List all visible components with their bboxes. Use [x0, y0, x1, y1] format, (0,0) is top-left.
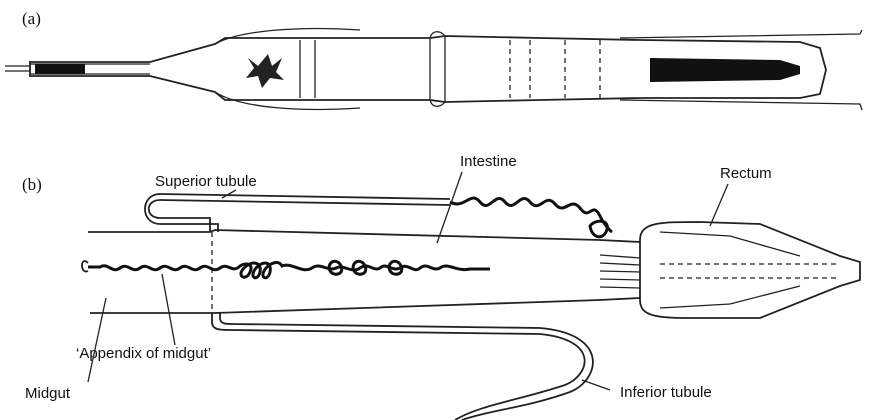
label-midgut: Midgut — [25, 385, 71, 402]
leader-midgut — [88, 298, 106, 382]
inferior-tubule — [212, 313, 593, 420]
panel-b-label: (b) — [22, 175, 42, 194]
label-intestine: Intestine — [460, 153, 517, 170]
label-superior-tubule: Superior tubule — [155, 173, 257, 190]
leader-inferior-tubule — [582, 380, 610, 390]
label-rectum: Rectum — [720, 165, 772, 182]
leader-appendix-of-midgut — [162, 274, 175, 345]
panel-a-label: (a) — [22, 9, 41, 28]
animal-body-outline — [5, 29, 862, 110]
leader-intestine — [437, 172, 462, 243]
rectum-shape — [600, 222, 860, 318]
leader-rectum — [710, 184, 728, 226]
leader-superior-tubule — [222, 190, 236, 198]
appendix-of-midgut — [82, 261, 490, 278]
label-inferior-tubule: Inferior tubule — [620, 384, 712, 401]
label-appendix-of-midgut: ‘Appendix of midgut’ — [76, 345, 211, 362]
